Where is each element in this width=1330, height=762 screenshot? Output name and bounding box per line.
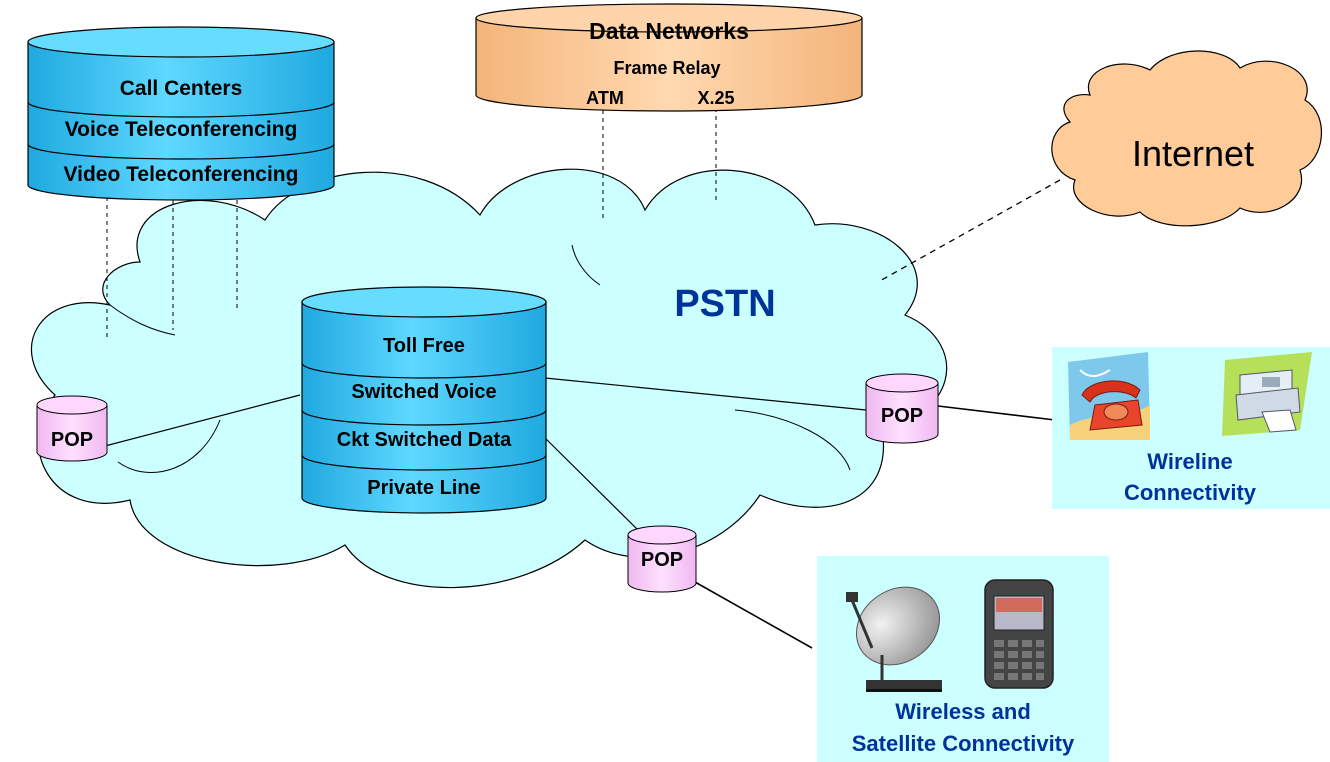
stack-layer-voice-teleconf: Voice Teleconferencing [65,118,298,141]
internet-cloud [1051,50,1323,227]
core-services-stack: Toll Free Switched Voice Ckt Switched Da… [301,286,547,514]
telephone-icon [1068,352,1150,440]
core-layer-private-line: Private Line [367,477,480,499]
connector-lines [104,108,1061,649]
core-layer-switched-voice: Switched Voice [351,381,496,403]
internet-label: Internet [1132,133,1254,174]
cloud-fold [734,409,851,471]
core-layer-ckt-switched-data: Ckt Switched Data [337,429,512,451]
wireless-panel: Wireless and Satellite Connectivity [817,556,1109,762]
data-networks-title: Data Networks [589,18,749,44]
core-layer-toll-free: Toll Free [383,335,465,357]
internet-link [877,179,1061,283]
pstn-label: PSTN [674,283,775,325]
data-network-x25: X.25 [697,88,734,108]
wireline-panel: Wireline Connectivity [1052,347,1330,509]
data-networks-cylinder: Data Networks Frame Relay ATM X.25 [475,3,863,112]
pop-link [104,394,301,447]
wireless-link [694,581,813,649]
wireless-label-line1: Wireless and [895,699,1031,724]
wireline-link [937,405,1056,421]
data-network-frame-relay: Frame Relay [613,58,720,78]
data-network-atm: ATM [586,88,624,108]
pop-link [536,429,641,533]
printer-icon [1222,352,1312,436]
conferencing-stack: Call Centers Voice Teleconferencing Vide… [27,26,335,201]
wireline-label-line2: Connectivity [1124,480,1257,505]
pop-label: POP [641,549,683,571]
pop-link [544,377,867,411]
stack-layer-call-centers: Call Centers [120,77,243,100]
pop-cylinder-left: POP [36,395,108,462]
pop-label: POP [51,429,93,451]
stack-layer-video-teleconf: Video Teleconferencing [64,163,299,186]
pop-cylinder-right: POP [865,373,939,444]
wireless-label-line2: Satellite Connectivity [852,731,1075,756]
mobile-phone-icon [984,579,1054,689]
wireline-label-line1: Wireline [1147,449,1232,474]
pop-label: POP [881,405,923,427]
satellite-dish-icon [846,586,942,692]
pop-cylinder-bottom: POP [627,525,697,593]
cloud-fold [571,244,601,286]
cloud-fold [109,304,176,336]
cloud-fold [117,419,221,474]
